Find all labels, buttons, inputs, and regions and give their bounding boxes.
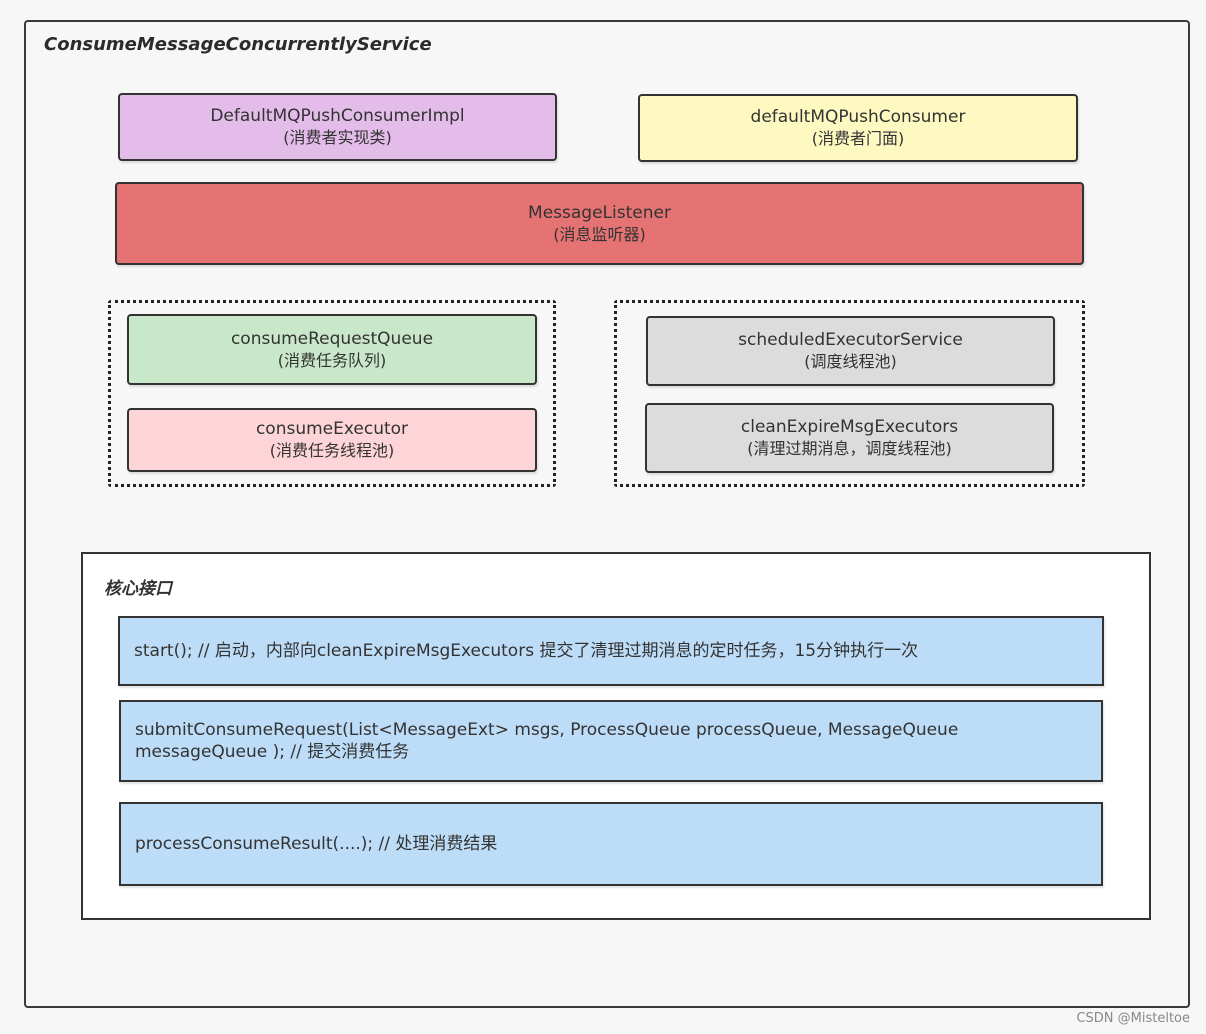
consumer-facade-desc: (消费者门面) [811, 129, 905, 148]
consume-group-left [108, 300, 556, 487]
clean-executors-box: cleanExpireMsgExecutors (清理过期消息，调度线程池) [645, 403, 1054, 473]
consume-executor-desc: (消费任务线程池) [269, 441, 395, 460]
core-interface-title: 核心接口 [104, 579, 172, 599]
consume-executor-name: consumeExecutor [255, 419, 409, 439]
consumer-facade-box: defaultMQPushConsumer (消费者门面) [638, 94, 1078, 162]
clean-executors-name: cleanExpireMsgExecutors [740, 417, 959, 437]
scheduled-executor-name: scheduledExecutorService [738, 330, 963, 350]
request-queue-desc: (消费任务队列) [277, 350, 387, 370]
consume-executor-box: consumeExecutor (消费任务线程池) [127, 408, 537, 472]
method-process-consume-result: processConsumeResult(....); // 处理消费结果 [119, 802, 1103, 886]
message-listener-desc: (消息监听器) [553, 224, 646, 244]
scheduled-executor-desc: (调度线程池) [804, 352, 897, 371]
method-start-text: start(); // 启动，内部向cleanExpireMsgExecutor… [134, 641, 919, 661]
consume-group-right [614, 300, 1085, 487]
method-start: start(); // 启动，内部向cleanExpireMsgExecutor… [118, 616, 1104, 686]
watermark: CSDN @Misteltoe [1076, 1011, 1190, 1026]
request-queue-box: consumeRequestQueue (消费任务队列) [127, 314, 537, 385]
consumer-impl-desc: (消费者实现类) [283, 128, 392, 147]
method-submit-text: submitConsumeRequest(List<MessageExt> ms… [135, 720, 959, 762]
method-process-text: processConsumeResult(....); // 处理消费结果 [135, 834, 498, 854]
message-listener-box: MessageListener (消息监听器) [115, 182, 1084, 265]
consumer-impl-name: DefaultMQPushConsumerImpl [210, 106, 465, 126]
service-title: ConsumeMessageConcurrentlyService [44, 34, 432, 55]
consumer-impl-box: DefaultMQPushConsumerImpl (消费者实现类) [118, 93, 557, 161]
consumer-facade-name: defaultMQPushConsumer [750, 107, 966, 127]
message-listener-name: MessageListener [528, 202, 671, 223]
request-queue-name: consumeRequestQueue [230, 328, 434, 349]
scheduled-executor-box: scheduledExecutorService (调度线程池) [646, 316, 1055, 386]
method-submit-consume-request: submitConsumeRequest(List<MessageExt> ms… [119, 700, 1103, 782]
clean-executors-desc: (清理过期消息，调度线程池) [747, 439, 952, 458]
